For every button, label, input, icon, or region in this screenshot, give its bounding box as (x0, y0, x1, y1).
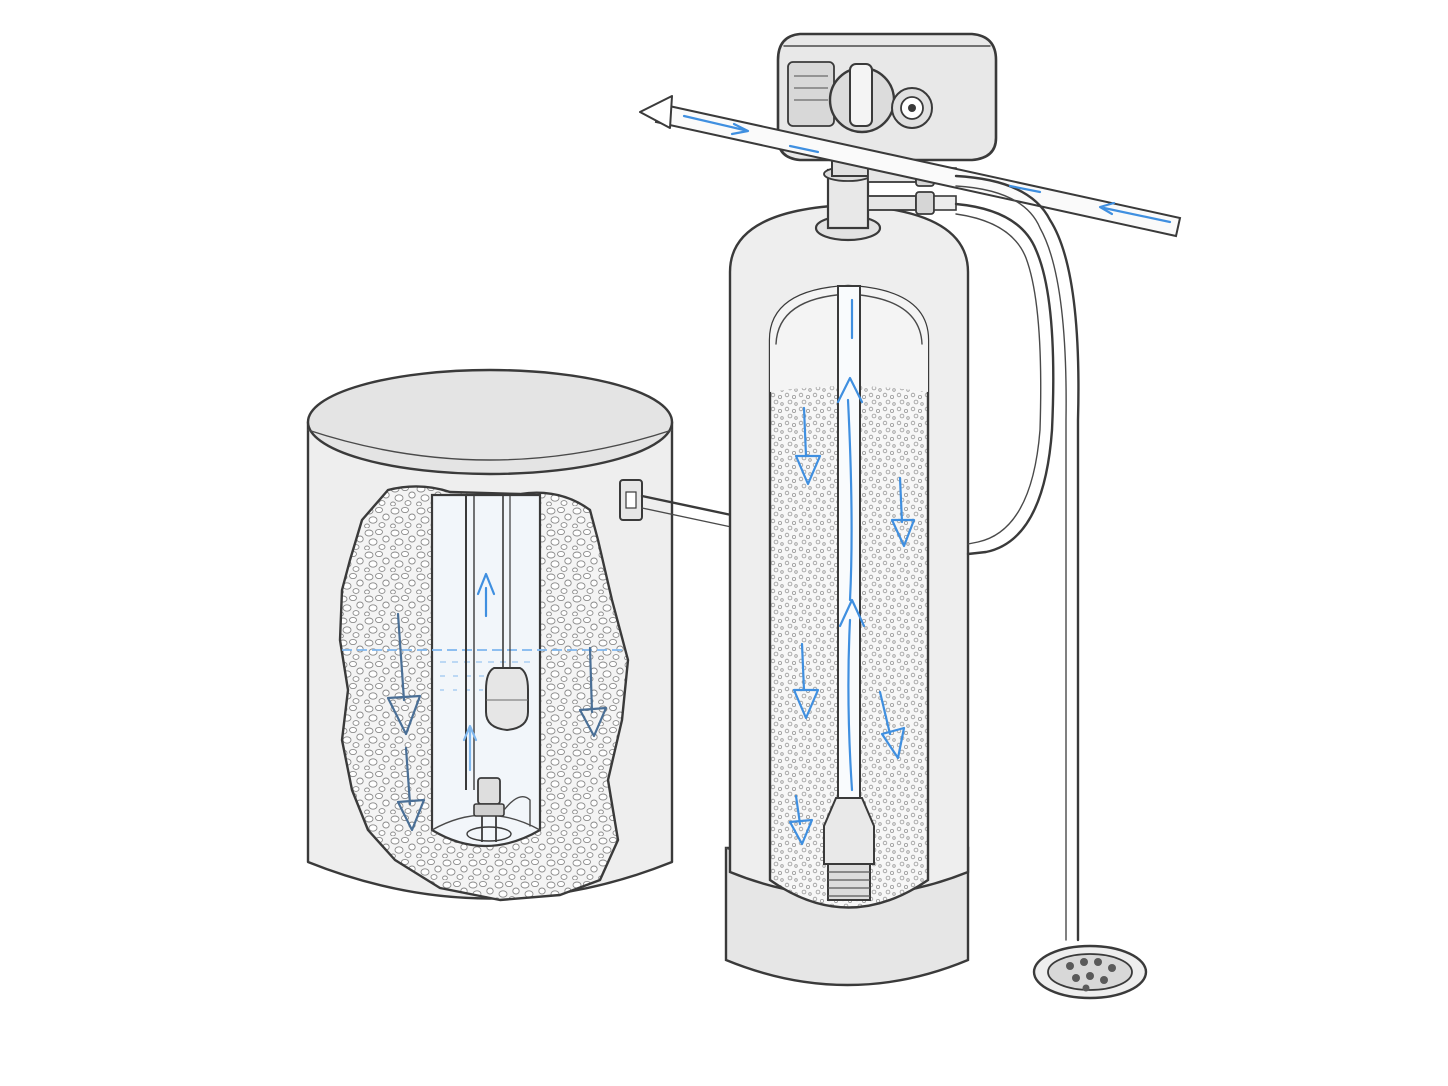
brine-valve-icon (466, 777, 531, 842)
floor-drain-icon (1032, 944, 1148, 1000)
control-valve (776, 32, 998, 215)
display-icon (787, 61, 835, 127)
flow-arrows (386, 114, 1172, 846)
main-water-pipe (639, 95, 1182, 238)
resin-tank (724, 166, 970, 987)
valve-knob-icon (828, 63, 896, 134)
brine-tank (306, 368, 674, 902)
distributor-basket-icon (823, 797, 875, 901)
brine-line (640, 494, 738, 529)
float-icon (485, 667, 529, 732)
drain-lines (954, 174, 1080, 942)
dial-icon (891, 87, 933, 129)
